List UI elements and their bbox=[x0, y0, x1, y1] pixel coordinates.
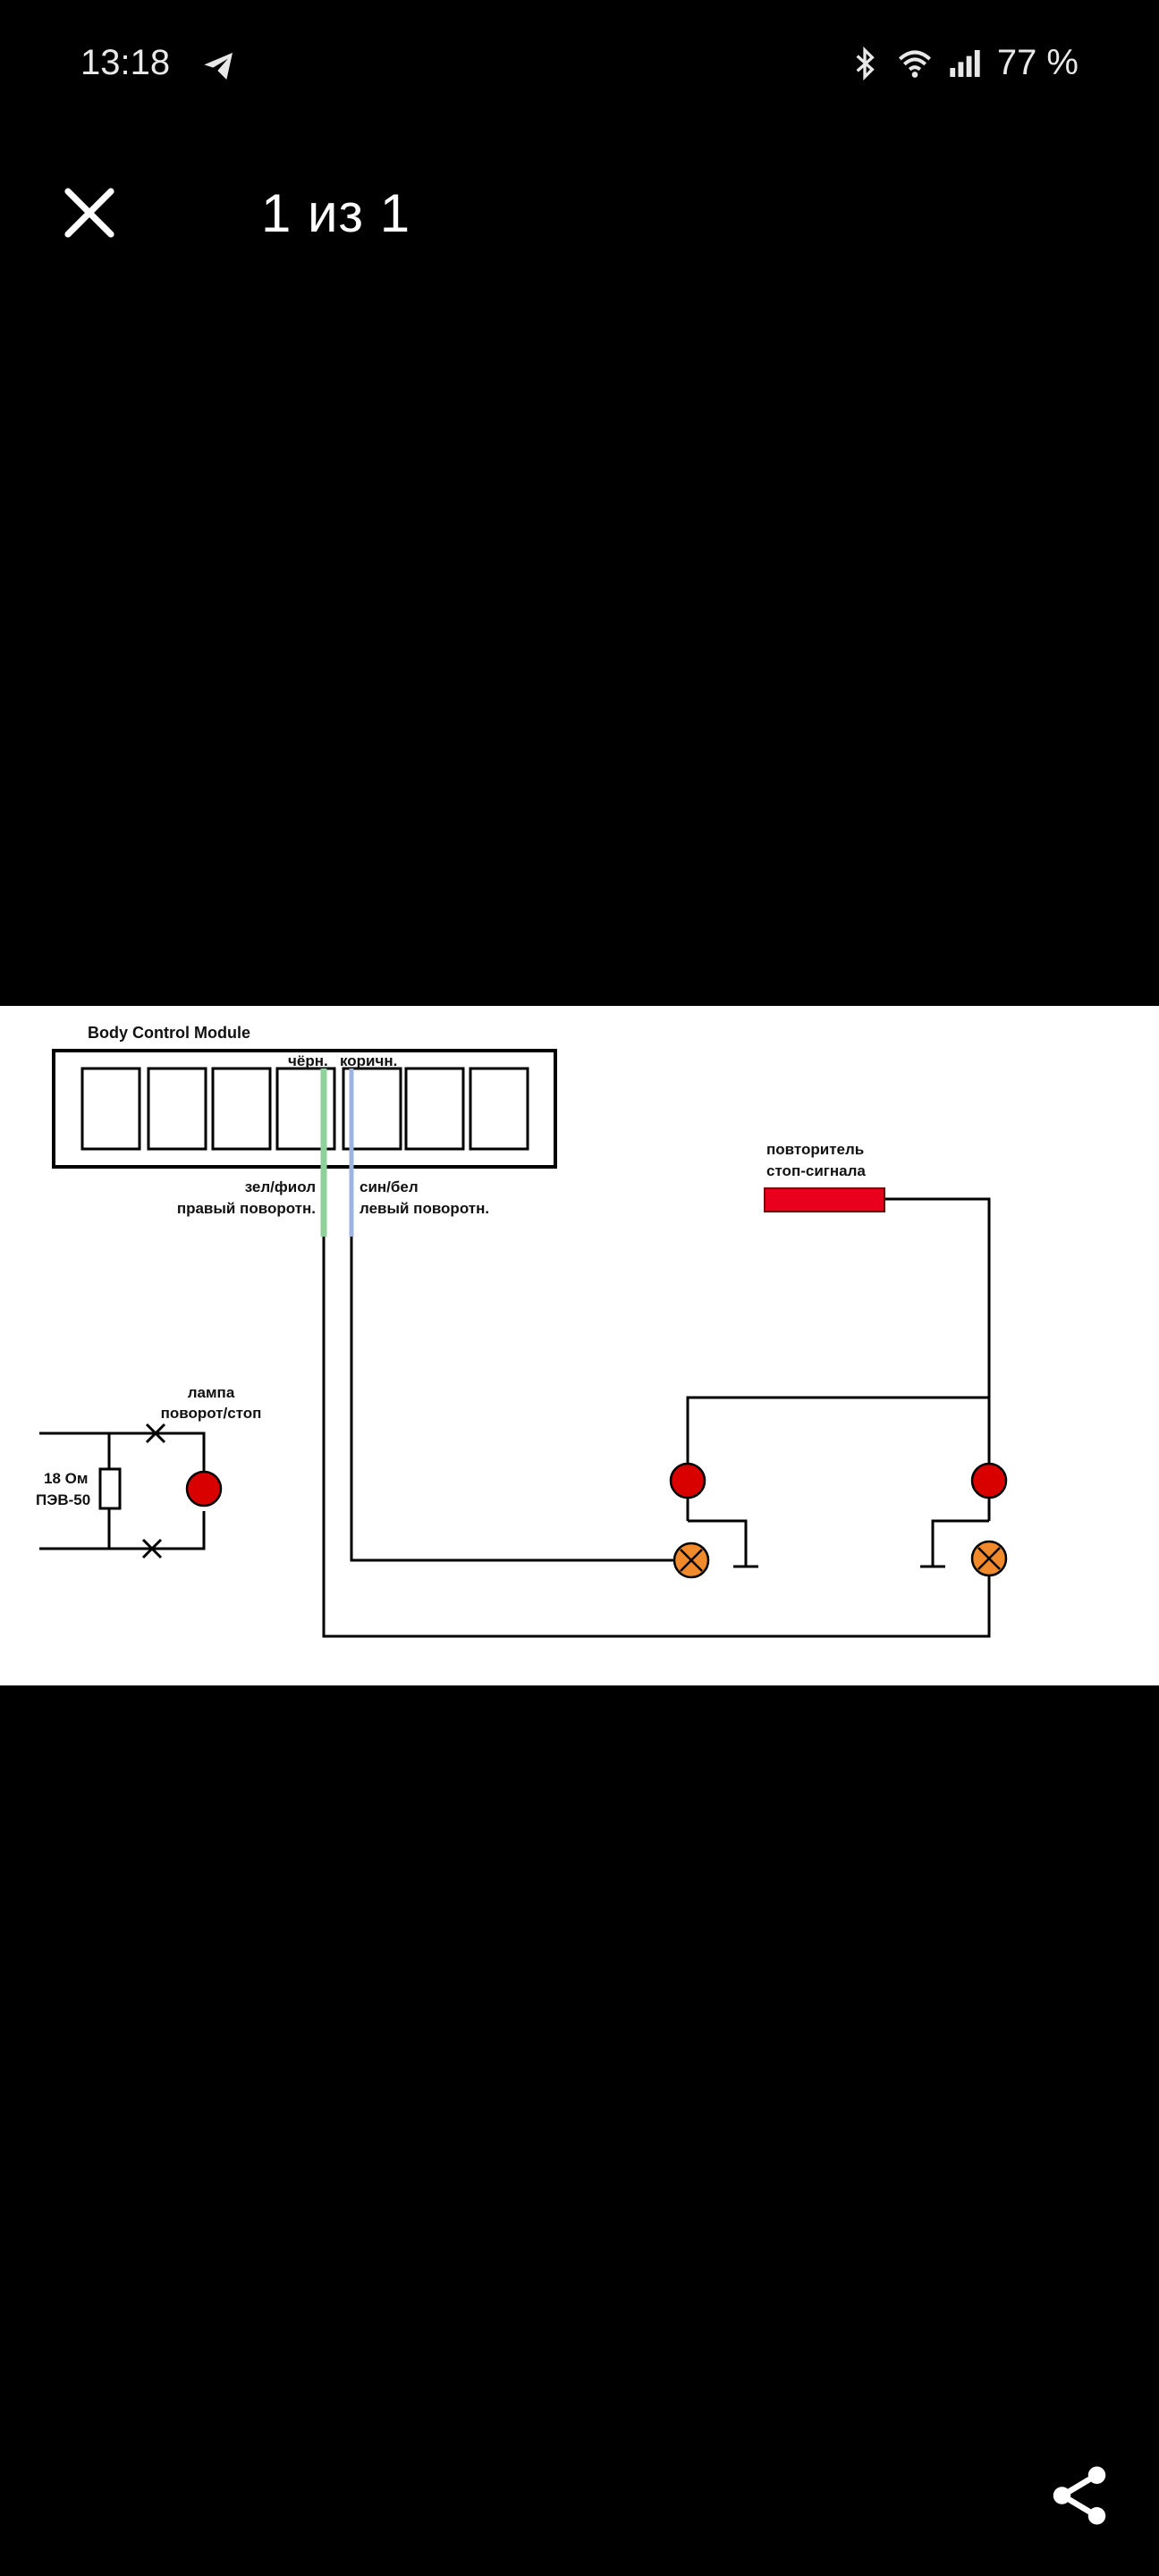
status-right: 77 % bbox=[847, 43, 1079, 83]
status-time: 13:18 bbox=[80, 43, 171, 82]
battery-level: 77 % bbox=[996, 43, 1079, 82]
left-turn-lamp bbox=[673, 1541, 710, 1579]
label-lamp-1: лампа bbox=[188, 1384, 235, 1401]
label-black-wire: чёрн. bbox=[288, 1052, 328, 1069]
turn-stop-lamp bbox=[185, 1470, 223, 1508]
bcm-title: Body Control Module bbox=[88, 1024, 250, 1042]
telegram-icon bbox=[204, 53, 233, 80]
label-repeater-1: повторитель bbox=[766, 1141, 864, 1158]
wifi-icon bbox=[898, 50, 931, 78]
label-lamp-2: поворот/стоп bbox=[161, 1405, 262, 1422]
label-repeater-2: стоп-сигнала bbox=[766, 1162, 866, 1179]
label-resistor-1: 18 Ом bbox=[44, 1470, 88, 1487]
viewer-toolbar: 1 из 1 bbox=[0, 161, 1159, 259]
stop-repeater bbox=[764, 1187, 885, 1212]
status-bar: 13:18 77 % bbox=[0, 0, 1159, 134]
wiring-diagram-image[interactable]: Body Control Module чёрн. коричн. зел/фи… bbox=[0, 1006, 1159, 1685]
label-right-turn: правый поворотн. bbox=[177, 1200, 316, 1217]
wiring-diagram: Body Control Module чёрн. коричн. зел/фи… bbox=[36, 1024, 1008, 1638]
image-counter: 1 из 1 bbox=[261, 183, 411, 243]
right-stop-lamp bbox=[970, 1462, 1008, 1499]
close-icon[interactable] bbox=[57, 181, 122, 245]
wiring bbox=[322, 1197, 991, 1638]
bcm-connectors bbox=[80, 1067, 529, 1151]
signal-icon bbox=[950, 49, 980, 77]
label-resistor-2: ПЭВ-50 bbox=[36, 1491, 90, 1508]
share-icon[interactable] bbox=[1045, 2461, 1114, 2530]
bluetooth-icon bbox=[856, 46, 875, 80]
right-turn-lamp bbox=[970, 1540, 1008, 1577]
label-blue-white: син/бел bbox=[360, 1178, 419, 1195]
left-stop-lamp bbox=[669, 1462, 706, 1499]
label-green-violet: зел/фиол bbox=[245, 1178, 316, 1195]
label-left-turn: левый поворотн. bbox=[360, 1200, 489, 1217]
label-brown-wire: коричн. bbox=[340, 1052, 397, 1069]
